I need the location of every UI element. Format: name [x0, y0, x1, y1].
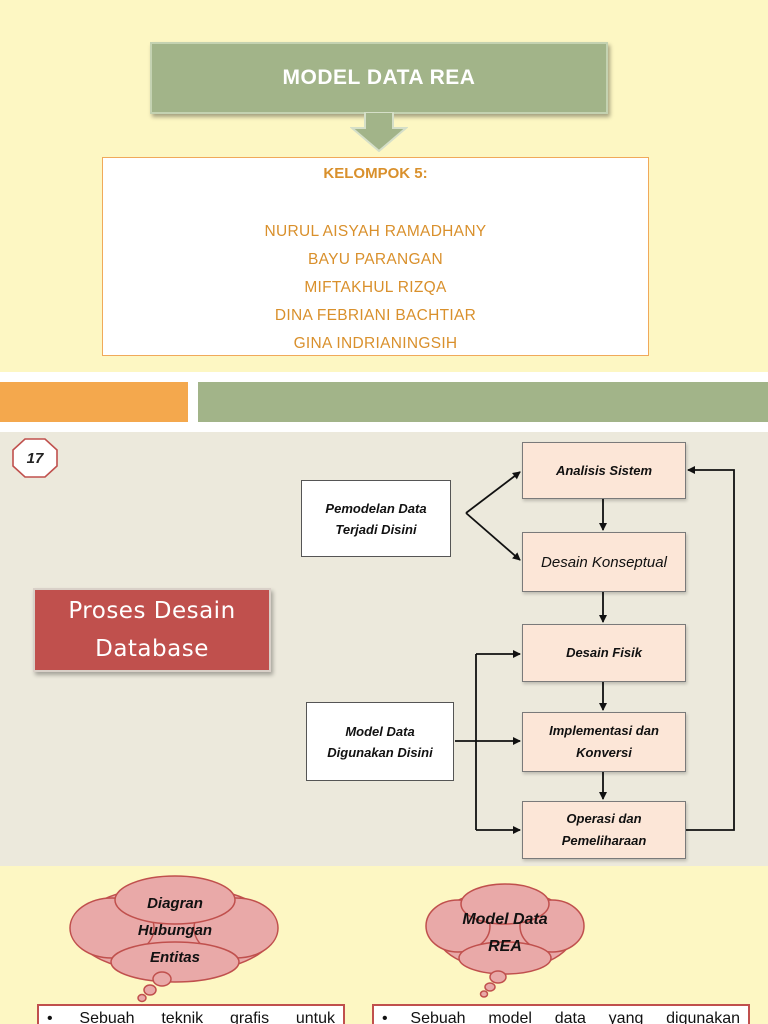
octagon-icon: [12, 438, 58, 478]
cloud-right-text: Model Data REA: [440, 896, 570, 970]
member-list: NURUL AISYAH RAMADHANY BAYU PARANGAN MIF…: [103, 218, 648, 358]
step-analisis-sistem: Analisis Sistem: [522, 442, 686, 499]
step-label: Operasi dan: [566, 811, 642, 826]
process-title-line1: Proses Desain: [68, 598, 236, 624]
member-name: MIFTAKHUL RIZQA: [304, 279, 447, 296]
process-title-line2: Database: [95, 636, 209, 662]
arrow-note-to-konseptual: [465, 512, 521, 561]
step-label: Konversi: [576, 745, 632, 760]
green-bar: [198, 382, 768, 422]
member-name: GINA INDRIANINGSIH: [293, 335, 458, 352]
description-right: • Sebuah model data yang digunakan: [372, 1004, 750, 1024]
cloud-line: REA: [488, 938, 522, 955]
member-name: BAYU PARANGAN: [307, 251, 444, 268]
process-title-box: Proses Desain Database: [33, 588, 271, 672]
cloud-line: Diagran: [147, 894, 203, 912]
slide-separator: [0, 372, 768, 432]
down-arrow-icon: [350, 112, 408, 152]
note-line: Model Data: [345, 723, 415, 739]
step-label: Desain Fisik: [566, 645, 642, 660]
note-line: Terjadi Disini: [335, 521, 417, 537]
member-name: DINA FEBRIANI BACHTIAR: [274, 307, 477, 324]
step-desain-fisik: Desain Fisik: [522, 624, 686, 682]
thought-clouds: [69, 875, 585, 1003]
arrow-note-to-analisis: [465, 471, 521, 514]
cloud-line: Hubungan: [137, 921, 213, 939]
cloud-line: Entitas: [149, 948, 200, 966]
cloud-left-icon: [69, 875, 279, 1003]
step-label: Analisis Sistem: [555, 462, 653, 478]
step-implementasi-konversi: Implementasi dan Konversi: [522, 712, 686, 772]
member-name: NURUL AISYAH RAMADHANY: [264, 223, 487, 240]
note-line: Pemodelan Data: [325, 500, 427, 516]
cloud-line: Model Data: [462, 911, 548, 928]
title-banner: MODEL DATA REA: [150, 42, 608, 114]
step-label: Implementasi dan: [549, 723, 659, 738]
group-members-box: KELOMPOK 5: NURUL AISYAH RAMADHANY BAYU …: [102, 157, 649, 356]
note-data-model-used: Model Data Digunakan Disini: [306, 702, 454, 781]
step-desain-konseptual: Desain Konseptual: [522, 532, 686, 592]
slide-rea-intro: Diagran Hubungan Entitas Model Data REA …: [0, 866, 768, 1024]
group-heading: KELOMPOK 5:: [323, 165, 428, 182]
cloud-right-icon: [425, 883, 585, 998]
step-label: Pemeliharaan: [561, 833, 647, 848]
cloud-left-text: Diagran Hubungan Entitas: [105, 886, 245, 974]
note-line: Digunakan Disini: [327, 744, 433, 760]
note-data-modeling: Pemodelan Data Terjadi Disini: [301, 480, 451, 557]
slide-title: MODEL DATA REA KELOMPOK 5: NURUL AISYAH …: [0, 0, 768, 372]
step-label: Desain Konseptual: [541, 553, 667, 571]
arrow-feedback-loop: [686, 466, 735, 831]
slide-title-text: MODEL DATA REA: [282, 66, 476, 89]
slide-database-design-process: 17 Proses Desain Database Pemodelan Data…: [0, 432, 768, 866]
page-number-badge: 17: [12, 438, 58, 478]
description-left: • Sebuah teknik grafis untuk: [37, 1004, 345, 1024]
flow-connectors: [455, 466, 735, 834]
orange-bar: [0, 382, 188, 422]
step-operasi-pemeliharaan: Operasi dan Pemeliharaan: [522, 801, 686, 859]
page-number: 17: [26, 449, 44, 467]
